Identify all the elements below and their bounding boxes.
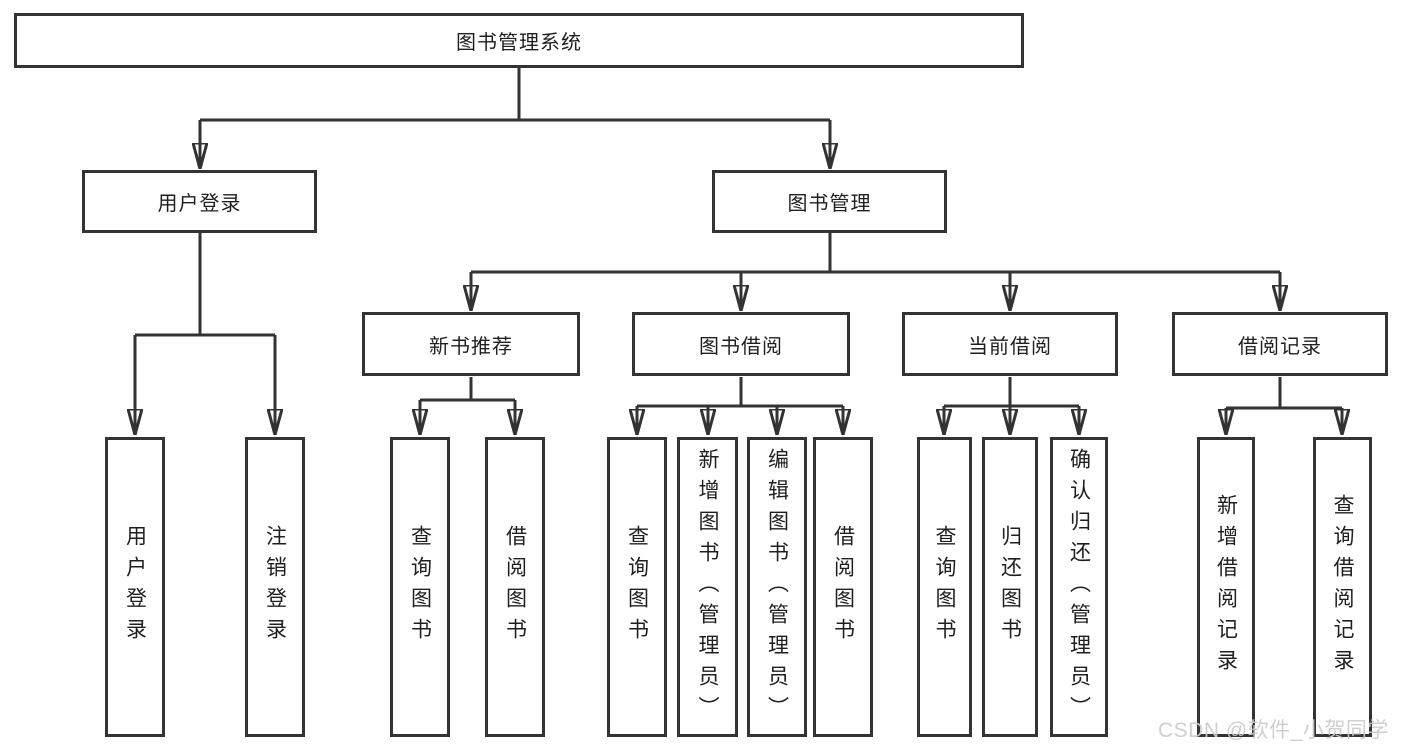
node-current-borrow-label: 当前借阅 [968, 335, 1052, 358]
node-root-label: 图书管理系统 [456, 32, 582, 54]
leaf-borrow-borrow-books: 借阅图书 [813, 437, 873, 737]
leaf-newbook-query-books-label: 查询图书 [408, 525, 432, 649]
csdn-watermark: CSDN @软件_小贺同学 [1158, 719, 1389, 742]
edge-login-to-leaves [135, 233, 275, 433]
leaf-borrow-query-books-label: 查询图书 [625, 525, 649, 649]
node-book-borrow-label: 图书借阅 [699, 335, 783, 358]
leaf-logout: 注销登录 [245, 437, 305, 737]
leaf-current-return-books: 归还图书 [982, 437, 1038, 737]
leaf-current-return-books-label: 归还图书 [998, 525, 1022, 649]
leaf-borrow-query-books: 查询图书 [607, 437, 667, 737]
edge-root-to-level2 [200, 68, 830, 167]
leaf-records-query-record: 查询借阅记录 [1313, 437, 1372, 737]
leaf-records-add-record: 新增借阅记录 [1197, 437, 1255, 737]
leaf-user-login-label: 用户登录 [123, 525, 147, 649]
node-book-mgmt-label: 图书管理 [787, 193, 872, 215]
node-new-book-recommend: 新书推荐 [362, 312, 580, 376]
edge-bookborrow-to-leaves [637, 377, 843, 433]
node-root: 图书管理系统 [14, 13, 1024, 68]
leaf-borrow-edit-books-admin: 编辑图书（管理员） [747, 437, 807, 737]
leaf-borrow-add-books-admin-label: 新增图书（管理员） [696, 447, 719, 727]
node-book-borrow: 图书借阅 [632, 312, 850, 376]
leaf-borrow-borrow-books-label: 借阅图书 [831, 525, 855, 649]
node-current-borrow: 当前借阅 [902, 312, 1118, 376]
leaf-user-login: 用户登录 [105, 437, 165, 737]
node-user-login: 用户登录 [82, 170, 317, 233]
edge-newbook-to-leaves [420, 377, 515, 433]
edge-mgmt-to-level3 [471, 233, 1280, 309]
node-book-mgmt: 图书管理 [712, 170, 947, 233]
leaf-records-add-record-label: 新增借阅记录 [1214, 494, 1238, 680]
edge-current-to-leaves [944, 377, 1079, 433]
leaf-newbook-borrow-books-label: 借阅图书 [503, 525, 527, 649]
node-user-login-label: 用户登录 [157, 193, 242, 215]
leaf-logout-label: 注销登录 [263, 525, 287, 649]
leaf-current-query-books-label: 查询图书 [933, 525, 956, 649]
leaf-current-confirm-return-admin: 确认归还（管理员） [1050, 437, 1108, 737]
leaf-borrow-edit-books-admin-label: 编辑图书（管理员） [765, 447, 789, 727]
node-borrow-records-label: 借阅记录 [1238, 335, 1322, 358]
leaf-newbook-borrow-books: 借阅图书 [485, 437, 545, 737]
leaf-borrow-add-books-admin: 新增图书（管理员） [677, 437, 738, 737]
edge-records-to-leaves [1226, 377, 1342, 433]
node-new-book-recommend-label: 新书推荐 [429, 335, 513, 358]
leaf-current-query-books: 查询图书 [917, 437, 972, 737]
leaf-records-query-record-label: 查询借阅记录 [1331, 494, 1354, 680]
leaf-newbook-query-books: 查询图书 [390, 437, 450, 737]
node-borrow-records: 借阅记录 [1172, 312, 1388, 376]
leaf-current-confirm-return-admin-label: 确认归还（管理员） [1067, 447, 1091, 727]
